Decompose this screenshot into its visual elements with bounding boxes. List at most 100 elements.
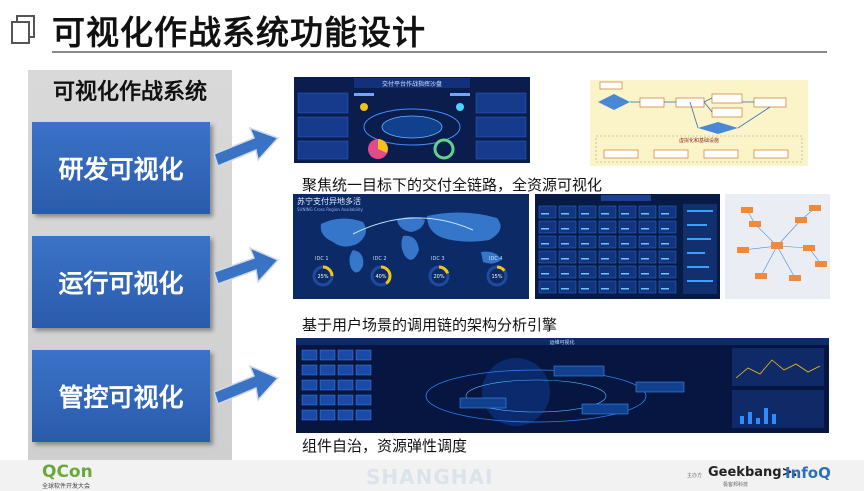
grid-cell-bar: [561, 243, 569, 245]
grid-cell-bar: [561, 273, 569, 275]
ops-visualization-button[interactable]: 运行可视化: [32, 236, 210, 328]
pages-icon: [11, 15, 35, 44]
ops-tile: [301, 409, 318, 421]
qcon-subtitle: 全球软件开发大会: [42, 483, 91, 490]
grid-cell: [598, 280, 617, 294]
caption-elastic-scheduling: 组件自治，资源弹性调度: [302, 437, 468, 455]
grid-cell: [598, 235, 617, 249]
grid-cell-bar: [621, 288, 629, 290]
grid-cell: [538, 220, 557, 234]
idc-name: IDC 3: [431, 256, 445, 262]
grid-cell: [538, 205, 557, 219]
arrow-right-icon: [214, 126, 280, 168]
infra-label: 虚拟化和基础设施: [679, 137, 719, 144]
ops-tile: [319, 409, 336, 421]
ops-tile: [337, 409, 354, 421]
grid-cell: [638, 265, 657, 279]
idc-percent: 40%: [375, 274, 386, 280]
call-chain-graph-screenshot: [725, 194, 830, 299]
arrow-right-icon: [214, 364, 280, 406]
ops-tile: [337, 349, 354, 361]
grid-cell: [598, 265, 617, 279]
ops-tile: [337, 379, 354, 391]
host-label: 主办方: [687, 473, 703, 479]
grid-cell: [618, 205, 637, 219]
grid-cell: [618, 235, 637, 249]
idc-percent: 15%: [491, 274, 502, 280]
grid-cell-bar: [541, 273, 549, 275]
grid-cell-bar: [581, 228, 589, 230]
grid-cell-bar: [661, 258, 669, 260]
control-visualization-button[interactable]: 管控可视化: [32, 350, 210, 442]
grid-cell: [538, 265, 557, 279]
grid-cell-bar: [561, 228, 569, 230]
grid-cell-bar: [541, 213, 549, 215]
grid-cell-bar: [621, 273, 629, 275]
rd-visualization-button[interactable]: 研发可视化: [32, 122, 210, 214]
idc-name: IDC 1: [315, 256, 329, 262]
grid-cell: [558, 265, 577, 279]
grid-cell: [618, 250, 637, 264]
city-watermark: SHANGHAI: [366, 465, 494, 489]
grid-cell: [598, 205, 617, 219]
grid-cell: [658, 280, 677, 294]
grid-cell: [598, 220, 617, 234]
grid-cell: [578, 280, 597, 294]
grid-cell: [578, 235, 597, 249]
grid-cell: [558, 205, 577, 219]
ops-tile: [319, 394, 336, 406]
ops-tile: [319, 379, 336, 391]
ops-tile: [337, 394, 354, 406]
grid-cell-bar: [541, 258, 549, 260]
grid-cell: [558, 235, 577, 249]
grid-cell-bar: [601, 228, 609, 230]
idc-name: IDC 2: [373, 256, 387, 262]
grid-cell: [538, 280, 557, 294]
grid-cell-bar: [661, 273, 669, 275]
caption-full-chain: 聚焦统一目标下的交付全链路，全资源可视化: [302, 176, 603, 194]
caption-call-chain: 基于用户场景的调用链的架构分析引擎: [302, 316, 558, 334]
grid-cell-bar: [541, 288, 549, 290]
grid-cell-bar: [621, 228, 629, 230]
grid-cell-bar: [581, 213, 589, 215]
sandbox-title: 交付平台作战指挥沙盘: [382, 80, 442, 88]
grid-cell-bar: [661, 213, 669, 215]
qcon-logo: QCon: [42, 462, 93, 482]
grid-cell-bar: [621, 213, 629, 215]
grid-cell: [598, 250, 617, 264]
footer-bar: [0, 460, 864, 491]
idc-gauge-fill: [428, 265, 450, 287]
ops-tile: [337, 364, 354, 376]
grid-cell: [638, 235, 657, 249]
grid-cell-bar: [641, 228, 649, 230]
ops-title: 运维可视化: [549, 339, 574, 346]
grid-cell: [658, 235, 677, 249]
grid-cell-bar: [641, 288, 649, 290]
ops-tile: [355, 379, 372, 391]
grid-cell: [538, 235, 557, 249]
grid-cell-bar: [661, 288, 669, 290]
grid-cell-bar: [561, 258, 569, 260]
grid-cell: [618, 280, 637, 294]
grid-cell: [658, 205, 677, 219]
sandbox-dashboard-screenshot: 交付平台作战指挥沙盘: [294, 77, 530, 163]
ops-tile: [319, 364, 336, 376]
ops-dashboard-screenshot: 运维可视化: [296, 338, 829, 433]
grid-cell-bar: [661, 228, 669, 230]
title-divider: [52, 51, 827, 53]
grid-cell-bar: [581, 273, 589, 275]
grid-cell-bar: [641, 243, 649, 245]
grid-cell-bar: [601, 258, 609, 260]
grid-cell-bar: [601, 213, 609, 215]
grid-cell: [578, 265, 597, 279]
idc-percent: 20%: [433, 274, 444, 280]
grid-cell-bar: [601, 243, 609, 245]
ops-tile: [355, 409, 372, 421]
ops-tile: [355, 394, 372, 406]
grid-cell-bar: [641, 273, 649, 275]
infoq-logo: InfoQ: [785, 464, 831, 482]
grid-cell: [638, 280, 657, 294]
slide-title: 可视化作战系统功能设计: [52, 13, 426, 52]
component-grid-screenshot: [535, 194, 720, 299]
geekbang-logo: Geekbang>.: [708, 465, 798, 480]
